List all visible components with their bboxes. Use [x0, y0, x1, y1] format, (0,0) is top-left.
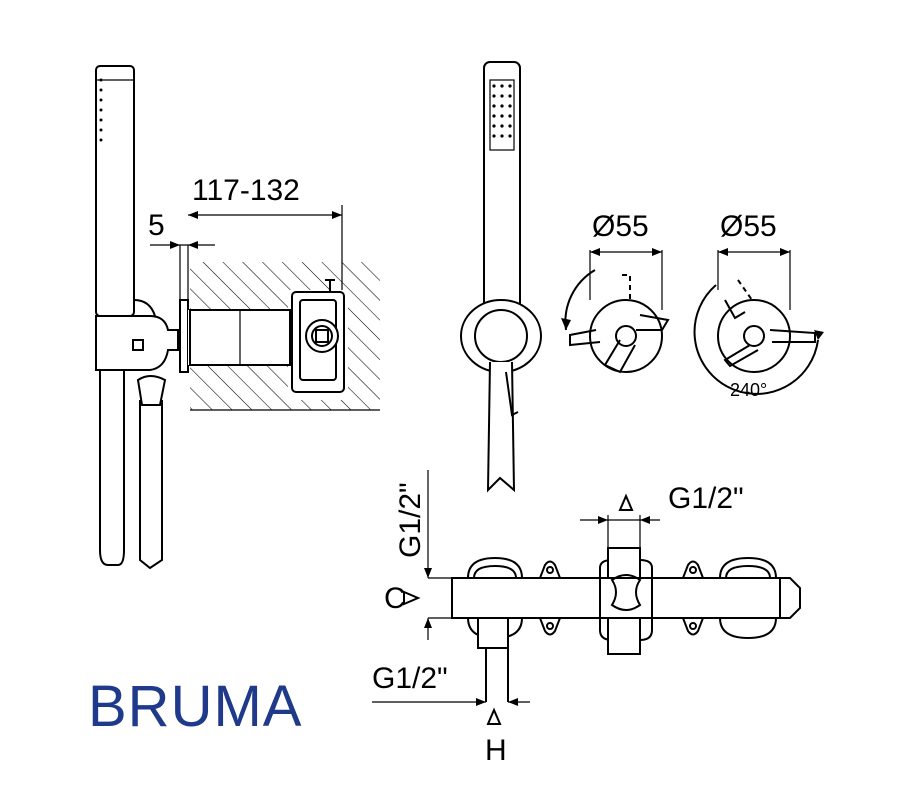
inlet-left-label: G1/2": [394, 482, 427, 558]
handle-2: Ø55 240°: [693, 210, 824, 400]
label-h: H: [485, 734, 507, 767]
diameter-label-2: Ø55: [720, 210, 777, 243]
holder-bracket: [95, 315, 179, 371]
inlet-bottom-label: G1/2": [372, 662, 448, 695]
wall-section: [188, 262, 380, 411]
offset-label: 5: [148, 209, 165, 242]
inlet-top-label: G1/2": [668, 482, 744, 515]
hand-shower-body: [95, 65, 135, 317]
brand-logo: BRUMA: [88, 674, 302, 739]
label-c: C: [384, 582, 406, 615]
side-view: 117-132 5: [95, 65, 380, 570]
diameter-label-1: Ø55: [592, 210, 649, 243]
wall-plate: [179, 299, 189, 373]
wall-depth-label: 117-132: [192, 174, 300, 207]
front-nozzle-grid: [492, 84, 512, 138]
rotation-label: 240°: [730, 380, 767, 400]
nozzle-dots: [99, 78, 103, 142]
hose: [139, 400, 163, 570]
front-view: [460, 61, 542, 493]
valve-top-view: G1/2" G1/2" C G1/2" H: [372, 470, 801, 767]
handle-1: Ø55: [561, 210, 670, 374]
valve-main-body: [451, 577, 801, 619]
